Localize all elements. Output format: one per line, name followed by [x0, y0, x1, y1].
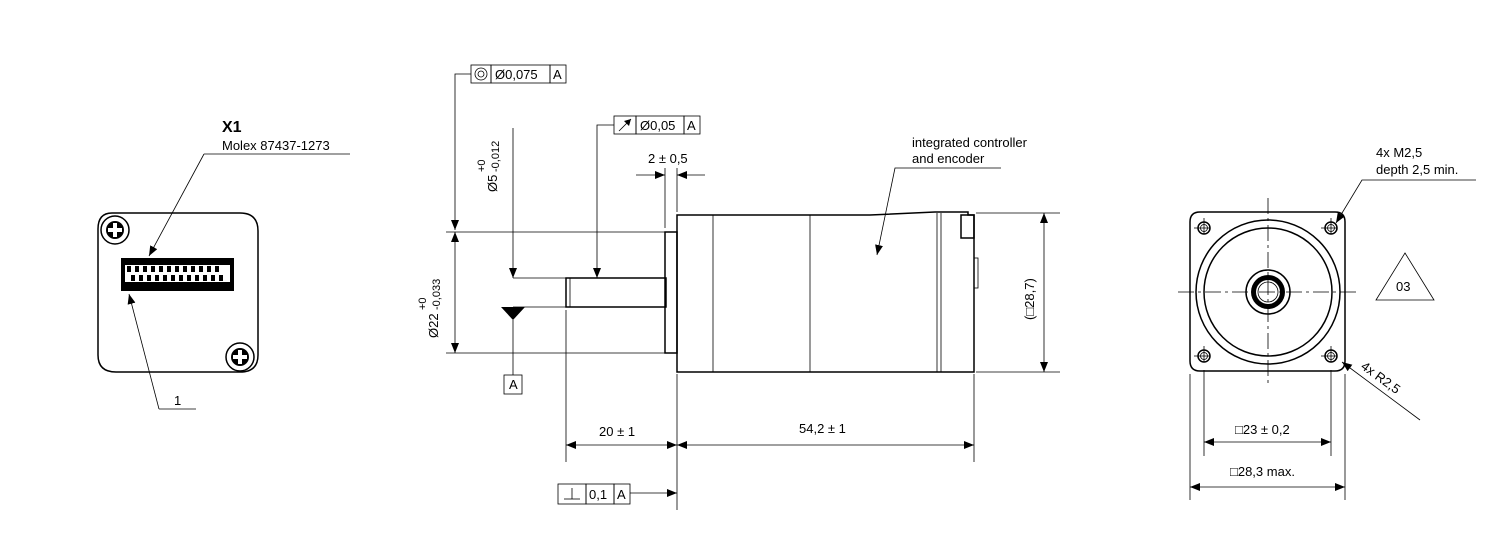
front-view: 4x M2,5 depth 2,5 min. 4x R2,5 03 □23 ± … [1178, 145, 1476, 500]
shaft-outline [565, 277, 667, 308]
runout-datum: A [687, 118, 696, 133]
circular-runout-icon [618, 118, 632, 132]
thread-note-leader [1335, 179, 1476, 224]
coaxiality-leader [451, 73, 471, 230]
rear-view: X1 Molex 87437-1273 1 [97, 119, 350, 410]
svg-text:+0: +0 [476, 159, 488, 172]
hole-pitch-label: □23 ± 0,2 [1235, 422, 1290, 437]
body-length-label: 54,2 ± 1 [799, 421, 846, 436]
shaft-length-label: 20 ± 1 [599, 424, 635, 439]
screw-icon-bottom-right [225, 342, 255, 372]
connector-part-number: Molex 87437-1273 [222, 138, 330, 153]
datum-a-triangle [501, 307, 525, 320]
overall-size-label: □28,3 max. [1230, 464, 1295, 479]
pin-1-label: 1 [174, 393, 181, 408]
thread-note-line-2: depth 2,5 min. [1376, 162, 1458, 177]
pin-1-leader-line [127, 293, 160, 410]
rear-housing-outline [97, 212, 259, 373]
connector-stub [973, 257, 979, 289]
height-label: (□28,7) [1022, 278, 1037, 320]
encoder-cap [960, 214, 975, 239]
body-label-leader [875, 167, 1001, 256]
connector-designator: X1 [222, 119, 242, 136]
motor-body-outline [676, 211, 975, 373]
datum-a-label: A [509, 377, 518, 392]
revision-label: 03 [1396, 279, 1410, 294]
side-view: Ø0,075 A Ø0,05 A Ø5 +0 -0,012 [417, 64, 1060, 510]
svg-text:Ø22: Ø22 [426, 313, 441, 338]
datum-a-box [503, 374, 523, 395]
coaxiality-control-frame: Ø0,075 A [470, 64, 567, 84]
runout-leader [593, 124, 614, 278]
svg-text:-0,033: -0,033 [431, 279, 443, 310]
pilot-outline [664, 231, 678, 354]
perpendicularity-tolerance: 0,1 [589, 487, 607, 502]
revision-triangle-icon [1375, 252, 1435, 301]
shaft-diameter-label: Ø5 +0 -0,012 [476, 141, 502, 192]
connector-x1-icon [121, 258, 234, 291]
coaxiality-tolerance: Ø0,075 [495, 67, 538, 82]
x1-leader-line [148, 153, 205, 257]
body-label-line-2: and encoder [912, 151, 985, 166]
svg-text:+0: +0 [417, 297, 429, 310]
coaxiality-datum: A [553, 67, 562, 82]
svg-text:-0,012: -0,012 [490, 141, 502, 172]
runout-tolerance: Ø0,05 [640, 118, 675, 133]
perpendicularity-icon [564, 488, 580, 500]
perpendicularity-datum: A [617, 487, 626, 502]
radius-note-leader [1341, 361, 1421, 421]
svg-text:Ø5: Ø5 [485, 175, 500, 192]
pilot-length-label: 2 ± 0,5 [648, 151, 688, 166]
body-label-line-1: integrated controller [912, 135, 1028, 150]
concentricity-icon [474, 67, 488, 81]
runout-control-frame: Ø0,05 A [613, 115, 701, 135]
pilot-diameter-label: Ø22 +0 -0,033 [417, 279, 443, 338]
thread-note-line-1: 4x M2,5 [1376, 145, 1422, 160]
perpendicularity-control-frame: 0,1 A [557, 483, 631, 505]
screw-icon-top-left [100, 215, 130, 245]
